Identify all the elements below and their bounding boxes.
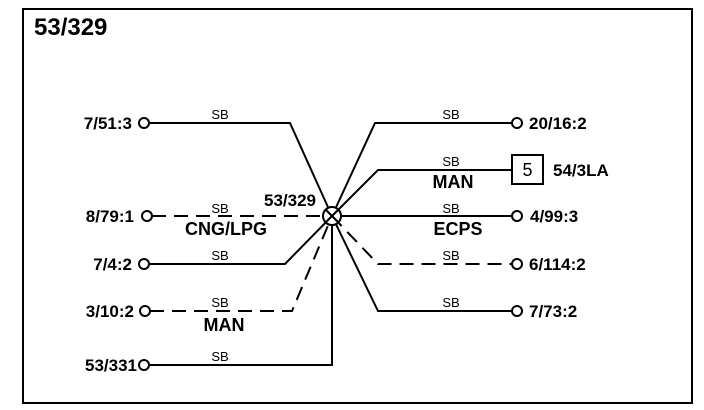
note-ecps: ECPS — [433, 219, 482, 239]
terminal-label-3-10-2: 3/10:2 — [86, 302, 134, 321]
wire-7-73-2 — [331, 215, 512, 312]
terminal-8-79-1 — [141, 210, 153, 222]
terminal-4-99-3 — [511, 210, 523, 222]
splice-label: 53/329 — [264, 191, 316, 210]
wire-53-331 — [149, 216, 333, 366]
wire-color-label: SB — [211, 201, 228, 216]
wire-color-label: SB — [211, 248, 228, 263]
note-man-left: MAN — [204, 315, 245, 335]
connector-pin: 5 — [522, 160, 532, 180]
terminal-label-7-4-2: 7/4:2 — [93, 255, 132, 274]
terminal-7-73-2 — [511, 305, 523, 317]
terminal-label-53-331: 53/331 — [85, 356, 137, 375]
terminal-7-51-3 — [138, 117, 150, 129]
terminal-label-7-51-3: 7/51:3 — [84, 114, 132, 133]
wire-color-label: SB — [211, 349, 228, 364]
page-title: 53/329 — [34, 14, 108, 41]
wire-7-51-3 — [149, 122, 333, 217]
wire-3-10-2 — [150, 215, 333, 312]
terminal-6-114-2 — [511, 258, 523, 270]
terminal-53-331 — [138, 359, 150, 371]
note-cng-lpg: CNG/LPG — [185, 219, 267, 239]
splice-icon — [322, 206, 342, 226]
wire-color-label: SB — [442, 201, 459, 216]
wire-color-label: SB — [442, 295, 459, 310]
note-man-right: MAN — [433, 172, 474, 192]
wire-color-label: SB — [442, 107, 459, 122]
terminal-label-8-79-1: 8/79:1 — [86, 207, 134, 226]
terminal-20-16-2 — [511, 117, 523, 129]
wire-color-label: SB — [211, 295, 228, 310]
terminal-7-4-2 — [138, 258, 150, 270]
wire-color-label: SB — [211, 107, 228, 122]
wire-color-label: SB — [442, 154, 459, 169]
terminal-label-54-3la: 54/3LA — [553, 161, 609, 180]
wire-54-3la — [331, 169, 512, 217]
terminal-label-6-114-2: 6/114:2 — [529, 255, 586, 274]
wire-color-label: SB — [442, 248, 459, 263]
connector-box — [511, 154, 544, 185]
wire-7-4-2 — [149, 215, 333, 265]
wire-20-16-2 — [331, 122, 512, 217]
terminal-label-7-73-2: 7/73:2 — [529, 302, 577, 321]
terminal-label-4-99-3: 4/99:3 — [530, 207, 578, 226]
diagram-frame — [22, 8, 693, 404]
wire-6-114-2 — [331, 215, 512, 265]
terminal-label-20-16-2: 20/16:2 — [529, 114, 587, 133]
terminal-3-10-2 — [139, 305, 151, 317]
